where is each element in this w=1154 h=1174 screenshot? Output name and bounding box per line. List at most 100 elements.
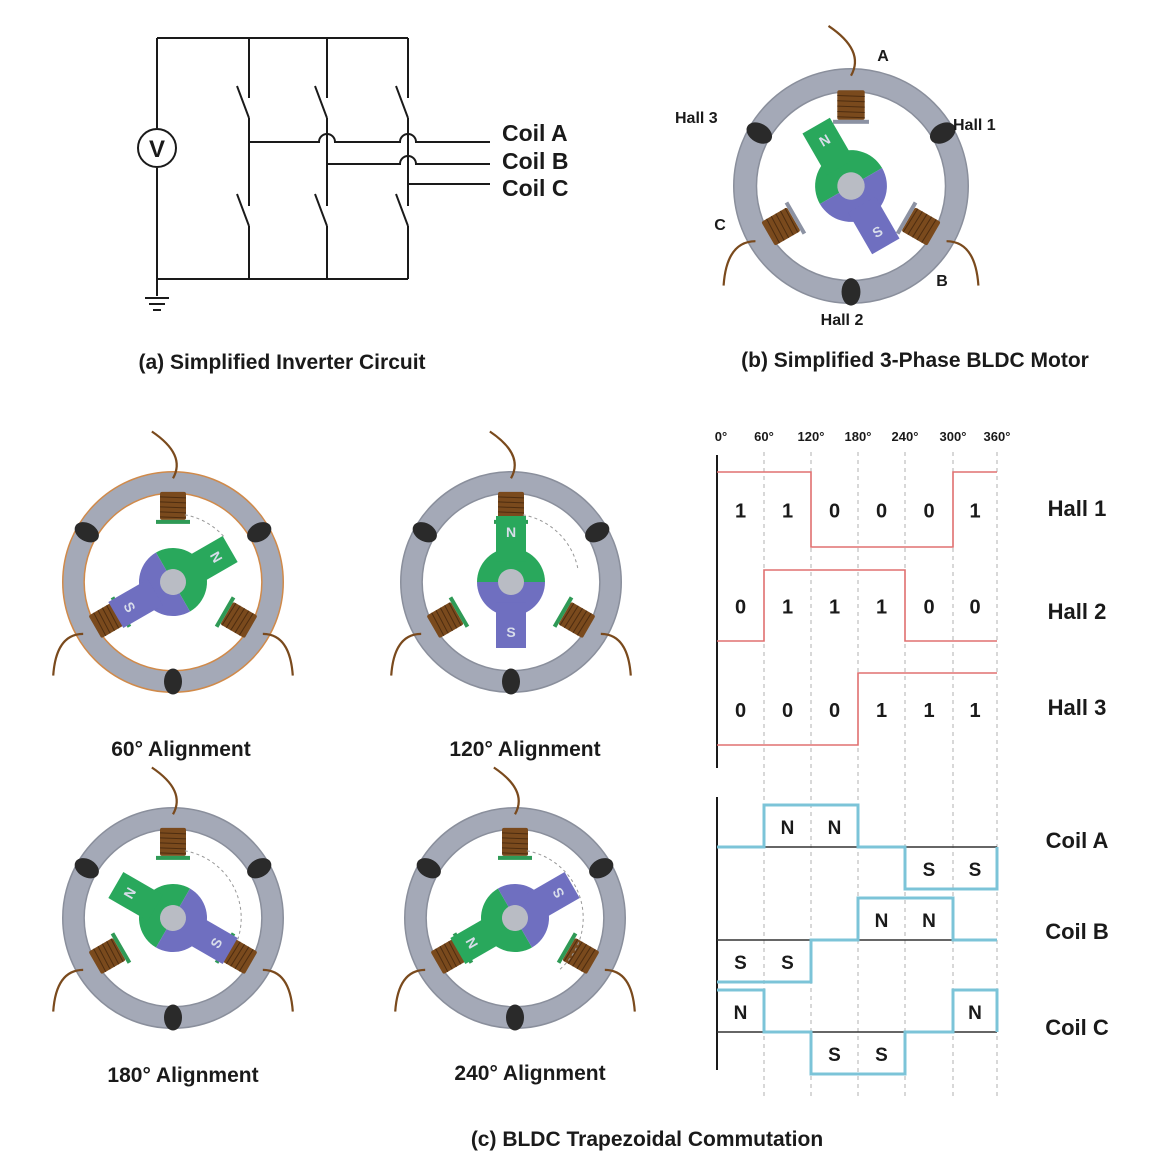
degree-tick-label: 300° bbox=[940, 429, 967, 444]
coil-pole-value: S bbox=[734, 953, 747, 974]
hall-sensor-icon bbox=[746, 122, 773, 144]
coil-lead-wire bbox=[946, 240, 980, 286]
rotor-magnet: NS bbox=[477, 516, 545, 648]
degree-tick-label: 60° bbox=[754, 429, 774, 444]
inverter-coil-a-label: Coil A bbox=[502, 120, 568, 146]
hall-bit-value: 0 bbox=[969, 597, 980, 619]
degree-tick-label: 180° bbox=[845, 429, 872, 444]
coil-lead-wire bbox=[493, 766, 520, 815]
hall-bit-value: 1 bbox=[876, 700, 887, 722]
hall-bit-value: 1 bbox=[782, 501, 793, 523]
hall-3-label: Hall 3 bbox=[675, 110, 718, 127]
hall-waveform bbox=[717, 471, 997, 548]
stator-coil-icon bbox=[214, 596, 257, 638]
motor-caption: (b) Simplified 3-Phase BLDC Motor bbox=[741, 349, 1089, 372]
low-side-switch-b bbox=[314, 193, 328, 227]
hall-bit-value: 0 bbox=[829, 501, 840, 523]
inverter-leg-a bbox=[236, 38, 250, 279]
hall-sensor-icon bbox=[929, 122, 956, 144]
alignment-180-label: 180° Alignment bbox=[107, 1064, 258, 1087]
coil-waveform bbox=[717, 988, 999, 1076]
coil-lead-wire bbox=[390, 632, 422, 676]
coil-pole-value: N bbox=[734, 1003, 748, 1024]
phase-c-label: C bbox=[714, 217, 726, 234]
coil-lead-wire bbox=[489, 430, 516, 479]
stator-coil-icon bbox=[156, 827, 190, 860]
high-side-switch-a bbox=[236, 85, 250, 119]
voltage-source-label: V bbox=[149, 136, 165, 163]
inverter-caption: (a) Simplified Inverter Circuit bbox=[138, 351, 425, 374]
hall-sensor-icon bbox=[416, 858, 441, 879]
inverter-coil-c-label: Coil C bbox=[502, 175, 568, 201]
rotor-magnet: NS bbox=[802, 117, 900, 255]
coil-row-label: Coil A bbox=[1046, 828, 1109, 853]
phase-a-label: A bbox=[877, 48, 889, 65]
hall-bit-value: 1 bbox=[923, 700, 934, 722]
rotor-magnet: NS bbox=[108, 872, 238, 964]
ground-icon bbox=[145, 297, 169, 311]
coil-lead-wire bbox=[262, 968, 294, 1012]
coil-lead-wire bbox=[722, 240, 756, 286]
hall-sensor-icon bbox=[74, 858, 99, 879]
hall-waveform bbox=[717, 672, 997, 746]
rotor-south-label: S bbox=[506, 624, 515, 640]
low-side-switch-c bbox=[395, 193, 409, 227]
hall-bit-value: 1 bbox=[876, 597, 887, 619]
hall-row-label: Hall 1 bbox=[1048, 496, 1107, 521]
coil-a-output bbox=[249, 133, 490, 143]
stator-coil-icon bbox=[833, 90, 869, 124]
hall-sensor-icon bbox=[841, 278, 861, 306]
hall-row-label: Hall 3 bbox=[1048, 695, 1107, 720]
hall-bit-value: 1 bbox=[969, 501, 980, 523]
rotation-arc bbox=[526, 850, 584, 971]
coil-pole-value: N bbox=[781, 818, 795, 839]
hall-sensor-icon bbox=[502, 668, 520, 695]
hall-2-label: Hall 2 bbox=[821, 312, 864, 329]
hall-bit-value: 0 bbox=[923, 501, 934, 523]
degree-tick-label: 360° bbox=[984, 429, 1011, 444]
hall-sensor-icon bbox=[585, 522, 610, 543]
hall-sensor-icon bbox=[164, 1004, 182, 1031]
hall-bit-value: 1 bbox=[829, 597, 840, 619]
hall-waveform bbox=[717, 569, 997, 642]
coil-b-output bbox=[327, 155, 490, 165]
coil-lead-wire bbox=[151, 430, 178, 479]
rotor-north-label: N bbox=[506, 524, 516, 540]
stator-coil-icon bbox=[761, 201, 807, 245]
coil-pole-value: N bbox=[968, 1003, 982, 1024]
stator-coil-icon bbox=[156, 491, 190, 524]
bldc-motor-main: NS bbox=[722, 24, 980, 306]
coil-lead-wire bbox=[151, 766, 178, 815]
alignment-60-motor: NS bbox=[52, 430, 294, 695]
coil-lead-wire bbox=[827, 24, 856, 77]
coil-pole-value: N bbox=[922, 911, 936, 932]
high-side-switch-b bbox=[314, 85, 328, 119]
hall-sensor-icon bbox=[164, 668, 182, 695]
stator-coil-icon bbox=[89, 932, 132, 974]
hall-sensor-icon bbox=[412, 522, 437, 543]
stator-coil-icon bbox=[427, 596, 470, 638]
hall-sensor-icon bbox=[74, 522, 99, 543]
rotation-arc bbox=[522, 514, 579, 571]
alignment-60-label: 60° Alignment bbox=[111, 738, 250, 761]
coil-pole-value: N bbox=[875, 911, 889, 932]
hall-bit-value: 0 bbox=[735, 597, 746, 619]
rotor-magnet: NS bbox=[108, 536, 238, 628]
hall-bit-value: 0 bbox=[923, 597, 934, 619]
voltage-source-icon bbox=[137, 128, 177, 168]
coil-lead-wire bbox=[600, 632, 632, 676]
coil-lead-wire bbox=[52, 632, 84, 676]
coil-pole-value: S bbox=[781, 953, 794, 974]
coil-lead-wire bbox=[604, 968, 636, 1012]
high-side-switch-c bbox=[395, 85, 409, 119]
hall-bit-value: 0 bbox=[876, 501, 887, 523]
alignment-240-label: 240° Alignment bbox=[454, 1062, 605, 1085]
rotor-magnet: NS bbox=[450, 872, 580, 964]
degree-tick-label: 240° bbox=[892, 429, 919, 444]
phase-b-label: B bbox=[936, 273, 948, 290]
stator-coil-icon bbox=[556, 932, 599, 974]
alignment-180-motor: NS bbox=[52, 766, 294, 1031]
alignment-120-motor: NS bbox=[390, 430, 632, 695]
